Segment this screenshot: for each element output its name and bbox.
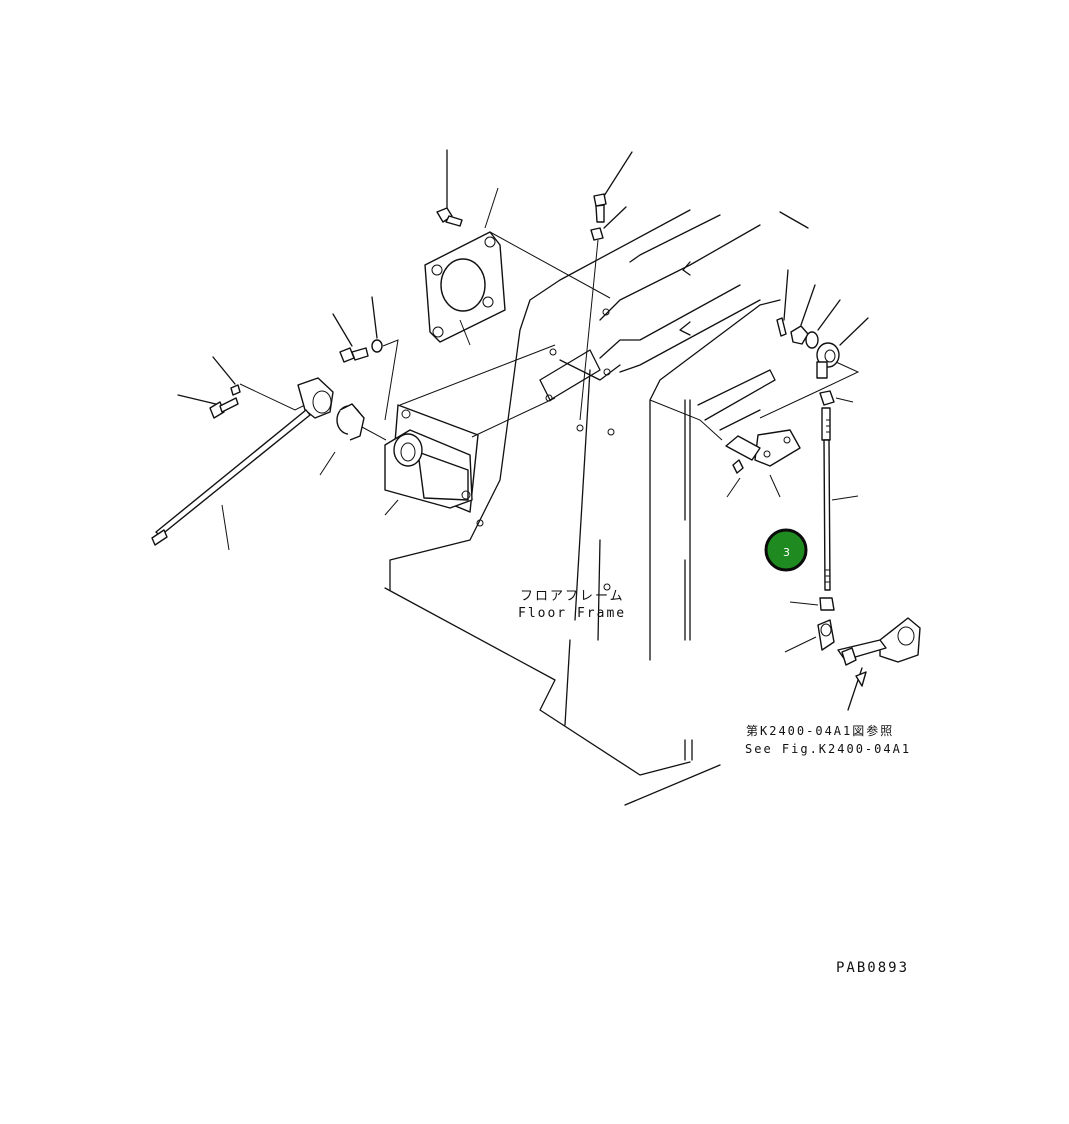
see-fig-label-jp: 第K2400-04A1図参照 bbox=[746, 723, 894, 738]
callout-circle[interactable] bbox=[764, 528, 808, 572]
lower-bracket bbox=[837, 617, 921, 711]
bolt-upper-left bbox=[436, 149, 463, 227]
threaded-rod bbox=[784, 390, 859, 653]
rubber-mount bbox=[384, 344, 556, 516]
bolt-and-washer bbox=[332, 296, 399, 421]
mounting-plate bbox=[424, 187, 611, 346]
linkage-assembly bbox=[649, 269, 869, 498]
control-rod bbox=[151, 356, 334, 551]
drawing-id: PAB0893 bbox=[836, 960, 909, 976]
floor-frame-label-en: Floor Frame bbox=[518, 606, 626, 621]
bushing bbox=[319, 403, 387, 476]
floor-frame-label-jp: フロアフレーム bbox=[520, 589, 625, 604]
see-fig-label-en: See Fig.K2400-04A1 bbox=[745, 742, 911, 756]
bolt-upper-middle bbox=[579, 151, 633, 421]
callout-number[interactable]: 3 bbox=[783, 546, 790, 559]
callout-marker[interactable]: 3 bbox=[764, 528, 808, 572]
floor-frame bbox=[384, 209, 809, 806]
